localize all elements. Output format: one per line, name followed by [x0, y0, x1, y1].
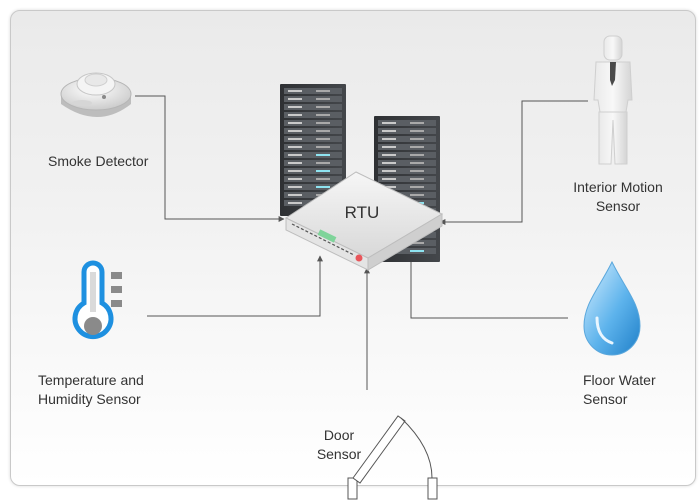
person-motion-icon: [593, 35, 633, 165]
motion-sensor-label-line1: Interior Motion: [573, 179, 663, 195]
rtu-label: RTU: [345, 203, 380, 222]
door-sensor-label-line2: Sensor: [316, 446, 362, 462]
water-sensor-label-line1: Floor Water: [583, 372, 656, 388]
water-sensor-label-line2: Sensor: [583, 391, 628, 407]
smoke-detector-label: Smoke Detector: [48, 153, 149, 169]
smoke-detector-icon: [60, 72, 132, 117]
connector-motion: [439, 100, 588, 225]
door-icon: [347, 415, 438, 500]
temperature-sensor-label-line1: Temperature and: [38, 372, 144, 388]
door-sensor-label-line1: Door: [323, 427, 355, 443]
temperature-sensor-label-line2: Humidity Sensor: [38, 391, 141, 407]
rtu-router-icon: [284, 171, 444, 271]
water-drop-icon: [583, 260, 641, 356]
motion-sensor-label-line2: Sensor: [595, 198, 641, 214]
thermometer-icon: [72, 260, 122, 340]
connector-smoke: [135, 95, 285, 222]
connector-temperature: [147, 255, 323, 317]
connector-water: [408, 255, 568, 319]
